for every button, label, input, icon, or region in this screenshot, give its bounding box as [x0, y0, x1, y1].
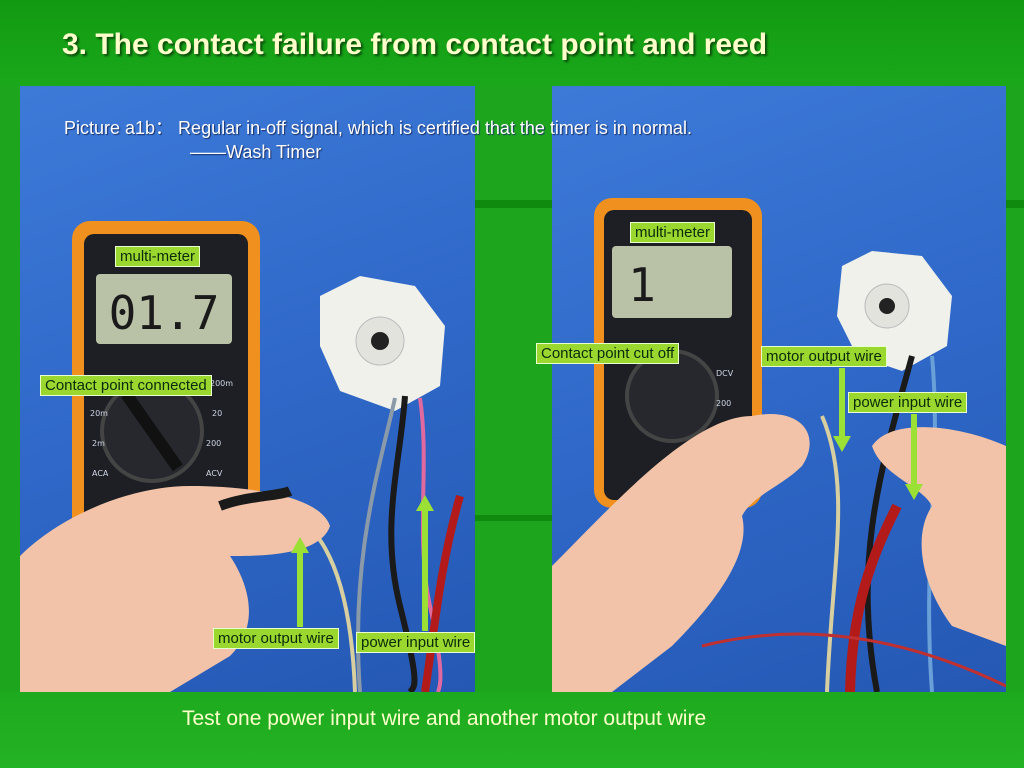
bottom-caption: Test one power input wire and another mo…: [182, 707, 707, 730]
svg-text:DCV: DCV: [716, 369, 734, 378]
left-hand: [552, 414, 810, 692]
background-top-band: [0, 0, 1024, 86]
picture-caption: Picture a1b： Regular in-off signal, whic…: [64, 118, 692, 138]
left-hand: [20, 486, 330, 692]
label-motor-output-left: motor output wire: [213, 628, 339, 649]
label-contact-connected: Contact point connected: [40, 375, 212, 396]
display-reading: 01.7: [109, 286, 220, 340]
label-multimeter-right: multi-meter: [630, 222, 716, 243]
caption-subtitle: ——Wash Timer: [190, 142, 322, 162]
svg-text:ACA: ACA: [92, 469, 109, 478]
svg-text:20m: 20m: [90, 409, 108, 418]
multimeter-display: [612, 246, 732, 318]
background-bottom-band: [0, 692, 1024, 768]
label-multimeter-left: multi-meter: [115, 246, 201, 267]
background-divider-low: [475, 515, 555, 521]
timer-shaft: [371, 332, 389, 350]
dial-knob: [121, 390, 183, 472]
svg-text:200: 200: [716, 399, 731, 408]
display-reading: 1: [628, 258, 656, 312]
label-power-input-right: power input wire: [848, 392, 968, 413]
probe-lead: [218, 486, 293, 511]
svg-text:2m: 2m: [92, 439, 105, 448]
multimeter-display: [96, 274, 232, 344]
right-hand: [872, 427, 1006, 646]
multimeter-dial: [625, 349, 719, 443]
timer-shaft: [879, 298, 895, 314]
svg-text:200: 200: [206, 439, 221, 448]
label-motor-output-right: motor output wire: [761, 346, 887, 367]
slide-title: 3. The contact failure from contact poin…: [62, 28, 768, 61]
label-contact-cut-off: Contact point cut off: [536, 343, 680, 364]
svg-text:20: 20: [212, 409, 222, 418]
photo-right-cut-off: 1 DCV2001000: [552, 86, 1006, 692]
svg-text:200m: 200m: [210, 379, 233, 388]
right-photo-illustration: 1 DCV2001000: [552, 198, 1006, 692]
label-power-input-left: power input wire: [356, 632, 476, 653]
svg-text:ACV: ACV: [206, 469, 223, 478]
